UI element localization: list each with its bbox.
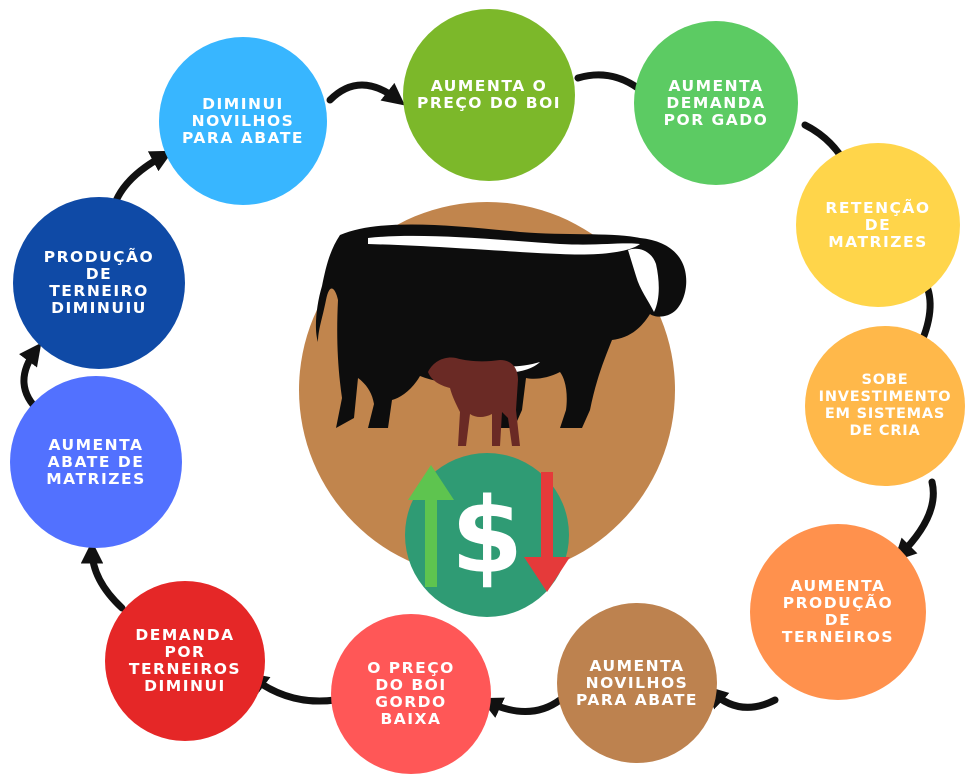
cycle-node-label: PRODUÇÃO DE TERNEIRO DIMINUIU: [43, 248, 155, 317]
cycle-node-preco-boi-gordo-baixa: O PREÇO DO BOI GORDO BAIXA: [331, 614, 491, 774]
cycle-node-label: RETENÇÃO DE MATRIZES: [825, 198, 931, 251]
cycle-node-demanda-terneiros-diminui: DEMANDA POR TERNEIROS DIMINUI: [105, 581, 265, 741]
cycle-node-label: AUMENTA PRODUÇÃO DE TERNEIROS: [781, 577, 895, 646]
cycle-arrow-7: [479, 696, 564, 718]
dollar-icon: $: [451, 475, 523, 597]
cow-icon: [315, 224, 687, 428]
cycle-node-aumenta-producao-terneiros: AUMENTA PRODUÇÃO DE TERNEIROS: [750, 524, 926, 700]
cycle-node-aumenta-demanda-gado: AUMENTA DEMANDA POR GADO: [634, 21, 798, 185]
cycle-arrow-1: [326, 81, 406, 106]
cycle-node-label: AUMENTA O PREÇO DO BOI: [416, 77, 562, 112]
cycle-node-retencao-matrizes: RETENÇÃO DE MATRIZES: [796, 143, 960, 307]
cycle-node-producao-terneiro-diminuiu: PRODUÇÃO DE TERNEIRO DIMINUIU: [13, 197, 185, 369]
cycle-node-label: DEMANDA POR TERNEIROS DIMINUI: [128, 626, 242, 695]
cycle-node-sobe-investimento: SOBE INVESTIMENTO EM SISTEMAS DE CRIA: [805, 326, 965, 486]
cycle-node-diminui-novilhos-abate: DIMINUI NOVILHOS PARA ABATE: [159, 37, 327, 205]
calf-icon: [428, 357, 520, 446]
cycle-node-label: SOBE INVESTIMENTO EM SISTEMAS DE CRIA: [818, 372, 952, 439]
cycle-node-label: O PREÇO DO BOI GORDO BAIXA: [367, 659, 455, 728]
cycle-arrow-6: [705, 685, 779, 711]
cycle-node-label: AUMENTA NOVILHOS PARA ABATE: [575, 656, 699, 709]
cycle-node-aumenta-novilhos-abate: AUMENTA NOVILHOS PARA ABATE: [557, 603, 717, 763]
cycle-node-label: DIMINUI NOVILHOS PARA ABATE: [181, 94, 305, 147]
cycle-arrow-5: [893, 478, 937, 562]
price-up-arrow-icon: [408, 465, 454, 587]
cycle-node-label: AUMENTA DEMANDA POR GADO: [663, 76, 769, 129]
price-down-arrow-icon: [524, 472, 570, 592]
cycle-node-label: AUMENTA ABATE DE MATRIZES: [46, 435, 146, 488]
cycle-node-aumenta-preco-boi: AUMENTA O PREÇO DO BOI: [403, 9, 575, 181]
cycle-node-aumenta-abate-matrizes: AUMENTA ABATE DE MATRIZES: [10, 376, 182, 548]
cycle-arrow-9: [80, 541, 126, 612]
